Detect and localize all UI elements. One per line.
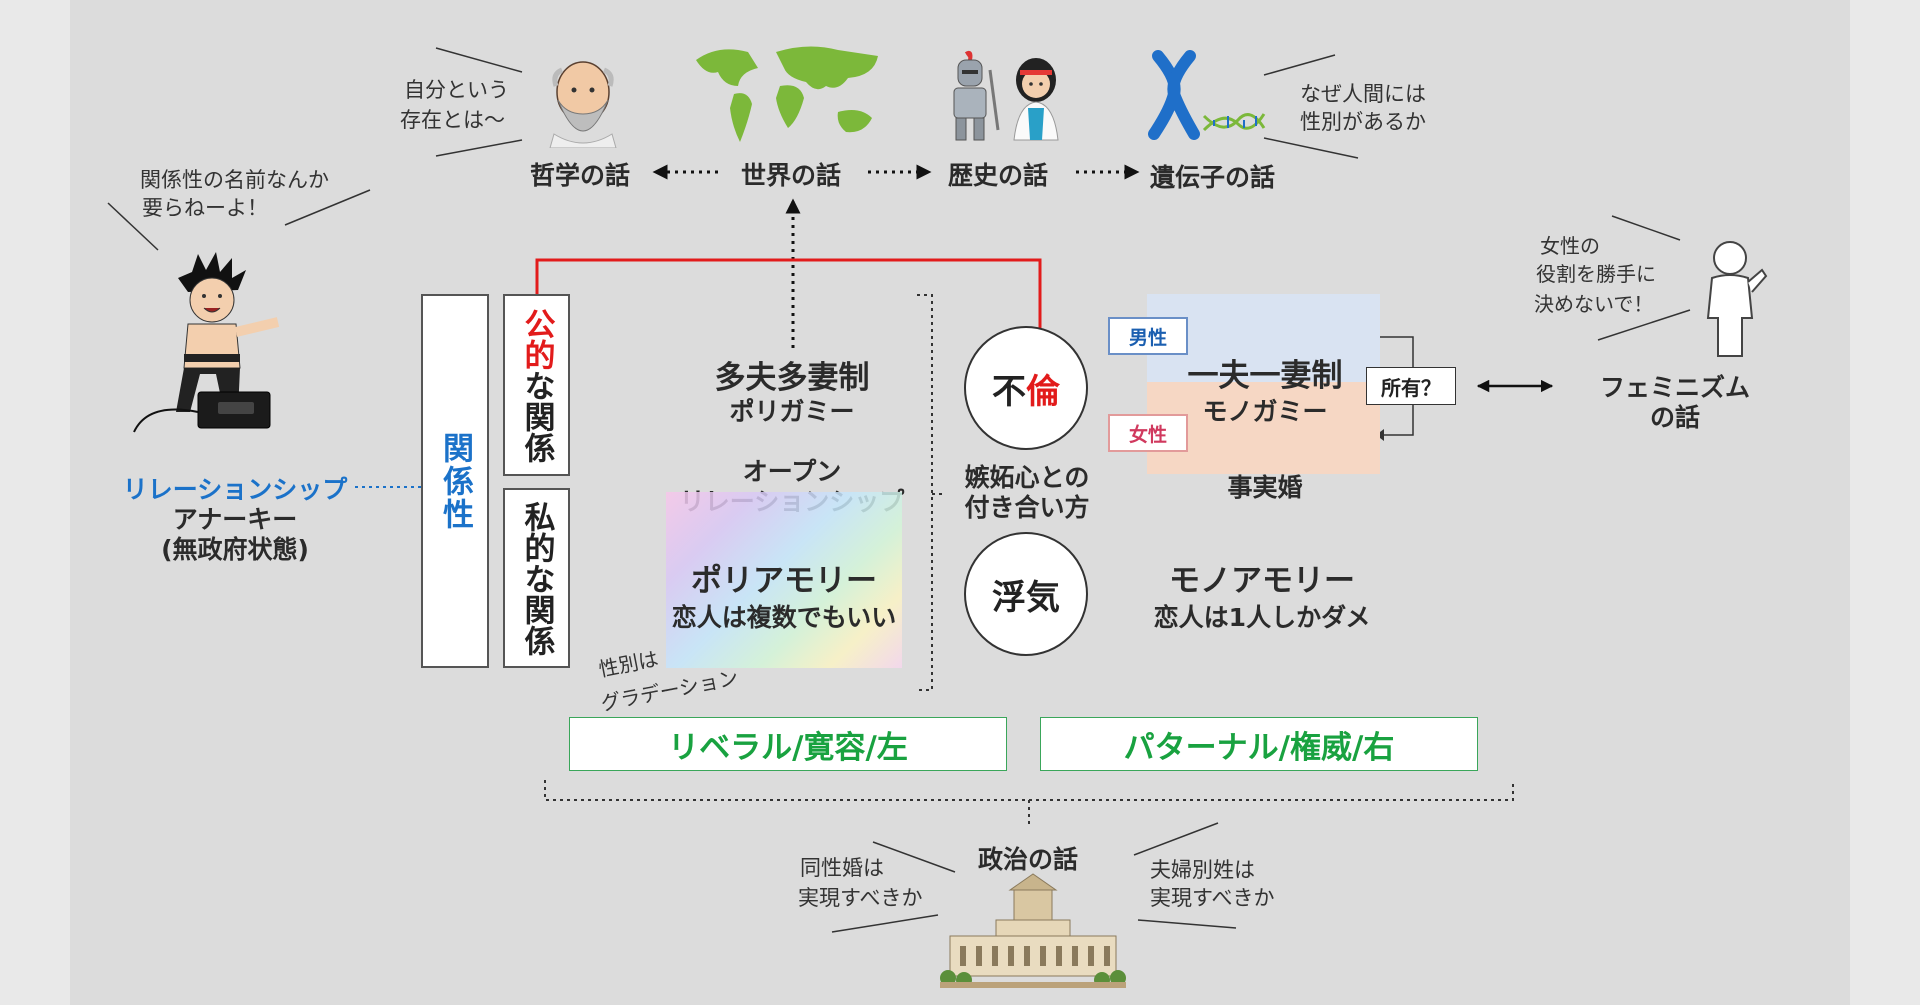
- anarchy-line3: (無政府状態): [161, 535, 309, 564]
- affair-char-1: 不: [992, 371, 1026, 412]
- philosopher-icon: [549, 61, 617, 148]
- speech-philosophy-1: 自分という: [404, 78, 509, 102]
- liberal-box: リベラル/寛容/左: [569, 717, 1007, 771]
- jealousy-2: 付き合い方: [964, 493, 1090, 522]
- anarchy-line1: リレーションシップ: [122, 475, 348, 504]
- cheating-circle: 浮気: [964, 532, 1088, 656]
- speech-politics-left-1: 同性婚は: [800, 856, 884, 880]
- world-map-icon: [696, 46, 878, 142]
- topic-feminism-2: の話: [1649, 403, 1700, 432]
- open-relationship-1: オープン: [742, 457, 842, 486]
- male-badge: 男性: [1108, 317, 1188, 355]
- topic-politics: 政治の話: [978, 845, 1079, 874]
- politics-bracket: [544, 780, 1514, 801]
- relation-main-label: 関係性: [437, 431, 473, 531]
- diagram-panel: [70, 0, 1850, 1005]
- speech-genes-1: なぜ人間には: [1300, 82, 1426, 106]
- person-icon: [1706, 241, 1768, 357]
- speech-lines: [107, 47, 1691, 933]
- rainbow-gradient-panel: [666, 492, 902, 668]
- ancient-woman-icon: [1013, 58, 1059, 141]
- relation-private-label: 私的な関係: [518, 500, 555, 656]
- speech-genes-2: 性別があるか: [1300, 110, 1426, 134]
- speech-punk-1: 関係性の名前なんか: [140, 168, 329, 192]
- ownership-bracket-tip: [1376, 429, 1384, 441]
- topic-world: 世界の話: [741, 161, 842, 190]
- knight-icon: [953, 50, 1000, 141]
- topic-history: 歴史の話: [948, 161, 1049, 190]
- cheating-label: 浮気: [992, 577, 1060, 618]
- public-affair-connector: [535, 258, 1042, 340]
- ownership-badge: 所有？: [1366, 367, 1456, 405]
- relation-private-box: 私的な関係: [503, 488, 570, 668]
- monogamy-label: 一夫一妻制: [1187, 358, 1343, 394]
- paternal-box: パターナル/権威/右: [1040, 717, 1478, 771]
- speech-philosophy-2: 存在とは〜: [400, 108, 505, 132]
- jealousy-1: 嫉妬心との: [964, 463, 1090, 492]
- punk-singer-icon: [133, 252, 280, 433]
- speech-feminist-2: 役割を勝手に: [1536, 262, 1656, 286]
- female-badge: 女性: [1108, 414, 1188, 452]
- relation-public-highlight: 公的: [518, 307, 555, 370]
- chromosome-icon: [1148, 50, 1266, 140]
- monoamory-sub: 恋人は1人しかダメ: [1153, 603, 1371, 632]
- polyamory-sub: 恋人は複数でもいい: [671, 603, 897, 632]
- affair-circle: 不倫: [964, 326, 1088, 450]
- speech-punk-2: 要らねーよ！: [142, 196, 268, 220]
- defacto-marriage: 事実婚: [1227, 473, 1303, 502]
- topic-genes: 遺伝子の話: [1150, 163, 1276, 192]
- polygamy-label: 多夫多妻制: [714, 360, 870, 396]
- monoamory-label: モノアモリー: [1169, 563, 1355, 599]
- speech-politics-left-2: 実現すべきか: [798, 886, 923, 910]
- relation-public-rest: な関係: [518, 369, 555, 463]
- monogamy-sub: モノガミー: [1202, 397, 1328, 426]
- diet-building-icon: [940, 873, 1126, 988]
- speech-politics-right-1: 夫婦別姓は: [1150, 858, 1255, 882]
- topic-feminism-1: フェミニズム: [1599, 373, 1750, 402]
- polyamory-label: ポリアモリー: [691, 563, 877, 599]
- relation-public-label: 公的な関係: [519, 308, 555, 463]
- speech-feminist-3: 決めないで！: [1534, 292, 1654, 316]
- relation-public-box: 公的な関係: [503, 294, 570, 476]
- topic-philosophy: 哲学の話: [530, 161, 631, 190]
- relation-main-box: 関係性: [421, 294, 489, 668]
- affair-char-2: 倫: [1026, 371, 1060, 412]
- jealousy-bracket: [917, 294, 933, 691]
- anarchy-line2: アナーキー: [172, 505, 298, 534]
- speech-politics-right-2: 実現すべきか: [1150, 886, 1275, 910]
- polygamy-sub: ポリガミー: [729, 397, 855, 426]
- speech-feminist-1: 女性の: [1540, 234, 1600, 258]
